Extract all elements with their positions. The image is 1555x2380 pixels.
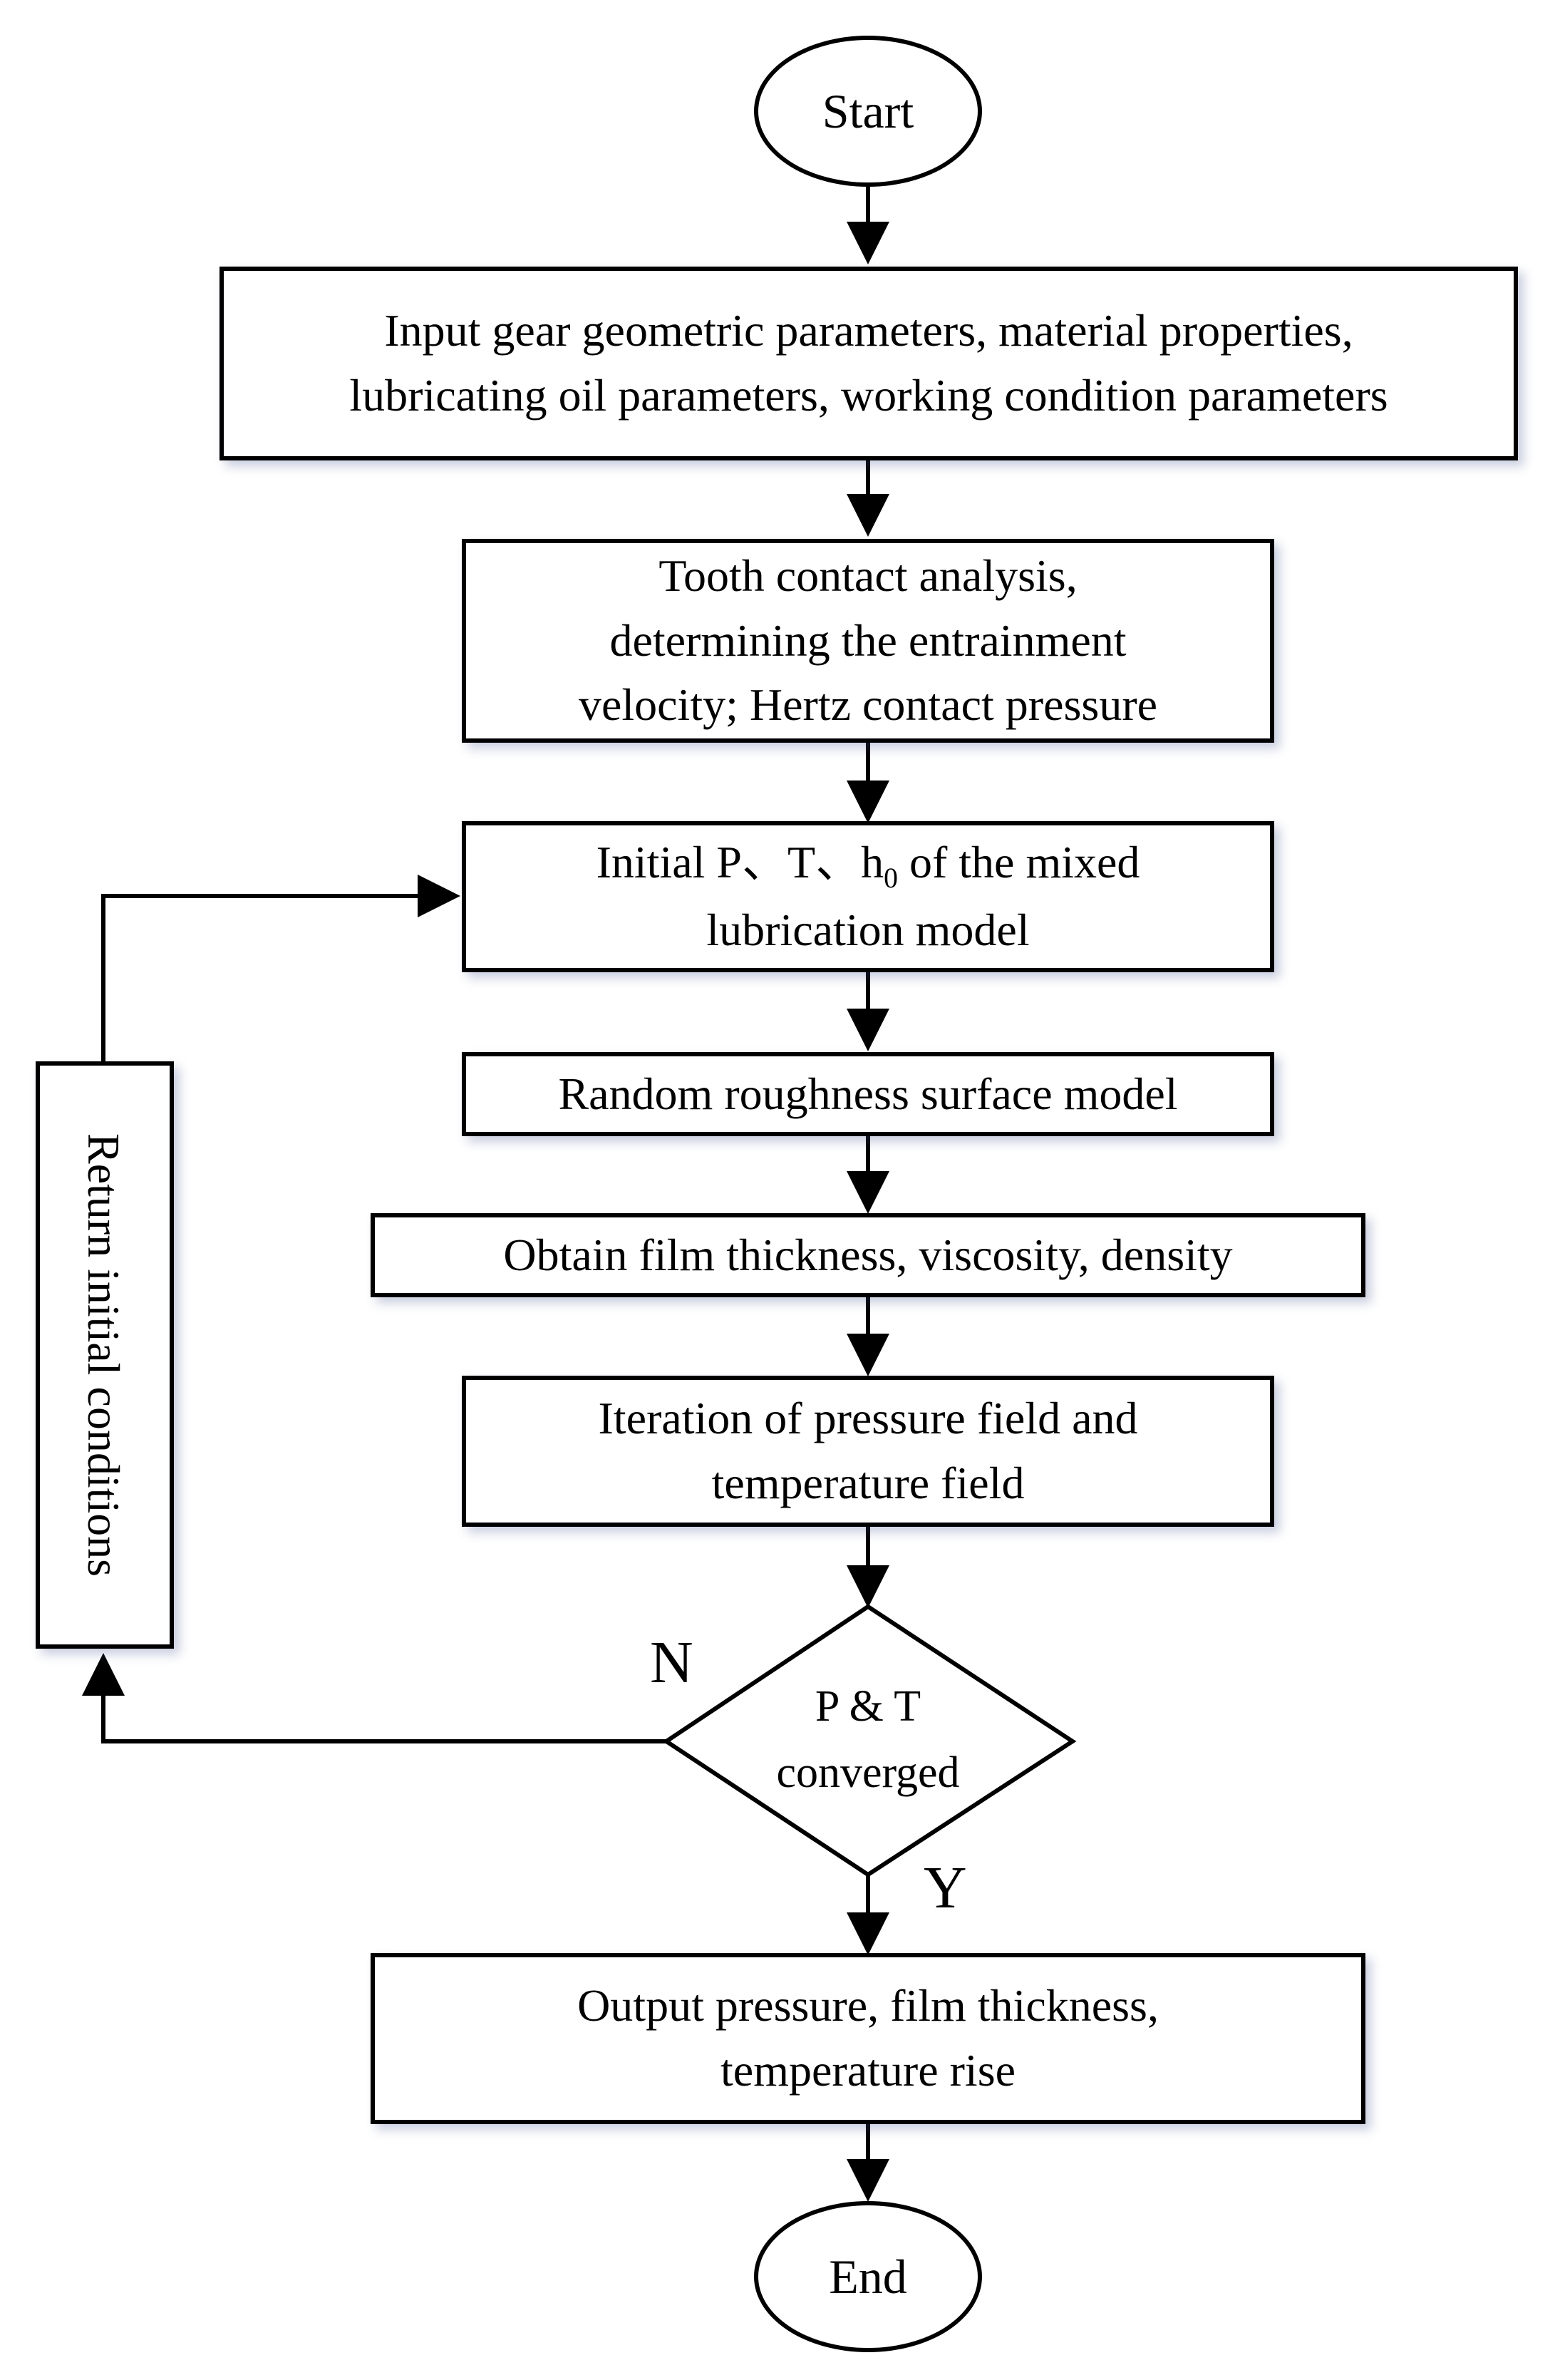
iteration-box: Iteration of pressure field and temperat… [462,1376,1274,1527]
decision-label: P & T converged [725,1674,1011,1806]
arrow-return-to-initial [101,875,460,1061]
initial-line-1: Initial P、T、h0 of the mixed [596,830,1140,898]
end-label: End [829,2249,907,2304]
roughness-model-box: Random roughness surface model [462,1052,1274,1136]
roughness-model-label: Random roughness surface model [558,1068,1178,1119]
film-thickness-box: Obtain film thickness, viscosity, densit… [371,1213,1365,1297]
decision-line-2: converged [776,1748,960,1797]
decision-diamond [662,1604,1077,1877]
input-parameters-line-1: Input gear geometric parameters, materia… [384,305,1353,356]
output-line-2: temperature rise [720,2045,1016,2096]
return-initial-conditions-label: Return initial conditions [78,1133,129,1577]
initial-prefix: Initial P、T、h [596,836,884,887]
initial-subscript: 0 [884,862,898,894]
start-label: Start [822,83,914,138]
output-line-1: Output pressure, film thickness, [577,1980,1159,2031]
tca-line-2: determining the entrainment [609,614,1127,666]
yes-branch-label: Y [924,1855,967,1921]
start-terminal: Start [754,36,982,187]
input-parameters-line-2: lubricating oil parameters, working cond… [349,370,1388,421]
no-branch-label: N [650,1629,693,1696]
tooth-contact-analysis-box: Tooth contact analysis, determining the … [462,539,1274,743]
input-parameters-box: Input gear geometric parameters, materia… [219,267,1518,460]
tca-line-1: Tooth contact analysis, [658,550,1078,601]
end-terminal: End [754,2201,982,2352]
iteration-line-1: Iteration of pressure field and [598,1393,1138,1444]
tca-line-3: velocity; Hertz contact pressure [578,679,1158,731]
iteration-line-2: temperature field [711,1458,1025,1508]
initial-line-2: lubrication model [706,905,1030,956]
decision-line-1: P & T [815,1682,921,1731]
initial-suffix: of the mixed [897,836,1140,887]
output-box: Output pressure, film thickness, tempera… [371,1953,1365,2124]
initial-conditions-box: Initial P、T、h0 of the mixed lubrication … [462,821,1274,972]
arrow-decision-to-return [82,1653,666,1743]
film-thickness-label: Obtain film thickness, viscosity, densit… [503,1229,1233,1280]
return-initial-conditions-box [36,1061,174,1649]
